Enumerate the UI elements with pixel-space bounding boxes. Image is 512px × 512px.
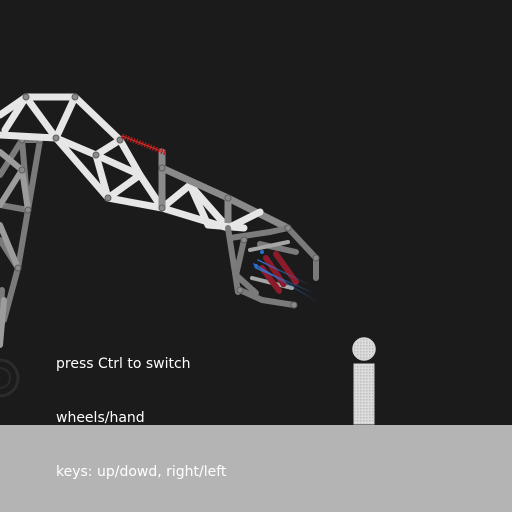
instruction-line-1: press Ctrl to switch [56, 356, 191, 372]
target-post[interactable] [353, 363, 375, 425]
target-figure[interactable] [352, 337, 376, 425]
ground [0, 425, 512, 512]
instructions-text: press Ctrl to switch wheels/hand keys: u… [56, 319, 226, 499]
target-ball[interactable] [352, 337, 376, 361]
upper-arm-truss[interactable] [0, 93, 292, 232]
spring-actuator[interactable] [121, 133, 167, 156]
thruster-rays [253, 259, 319, 303]
instruction-line-2: wheels/hand [56, 410, 145, 426]
claw-hand[interactable] [233, 224, 320, 309]
tower-truss[interactable] [0, 136, 44, 348]
wheel[interactable] [0, 358, 20, 398]
instruction-line-3: keys: up/dowd, right/left [56, 464, 227, 480]
